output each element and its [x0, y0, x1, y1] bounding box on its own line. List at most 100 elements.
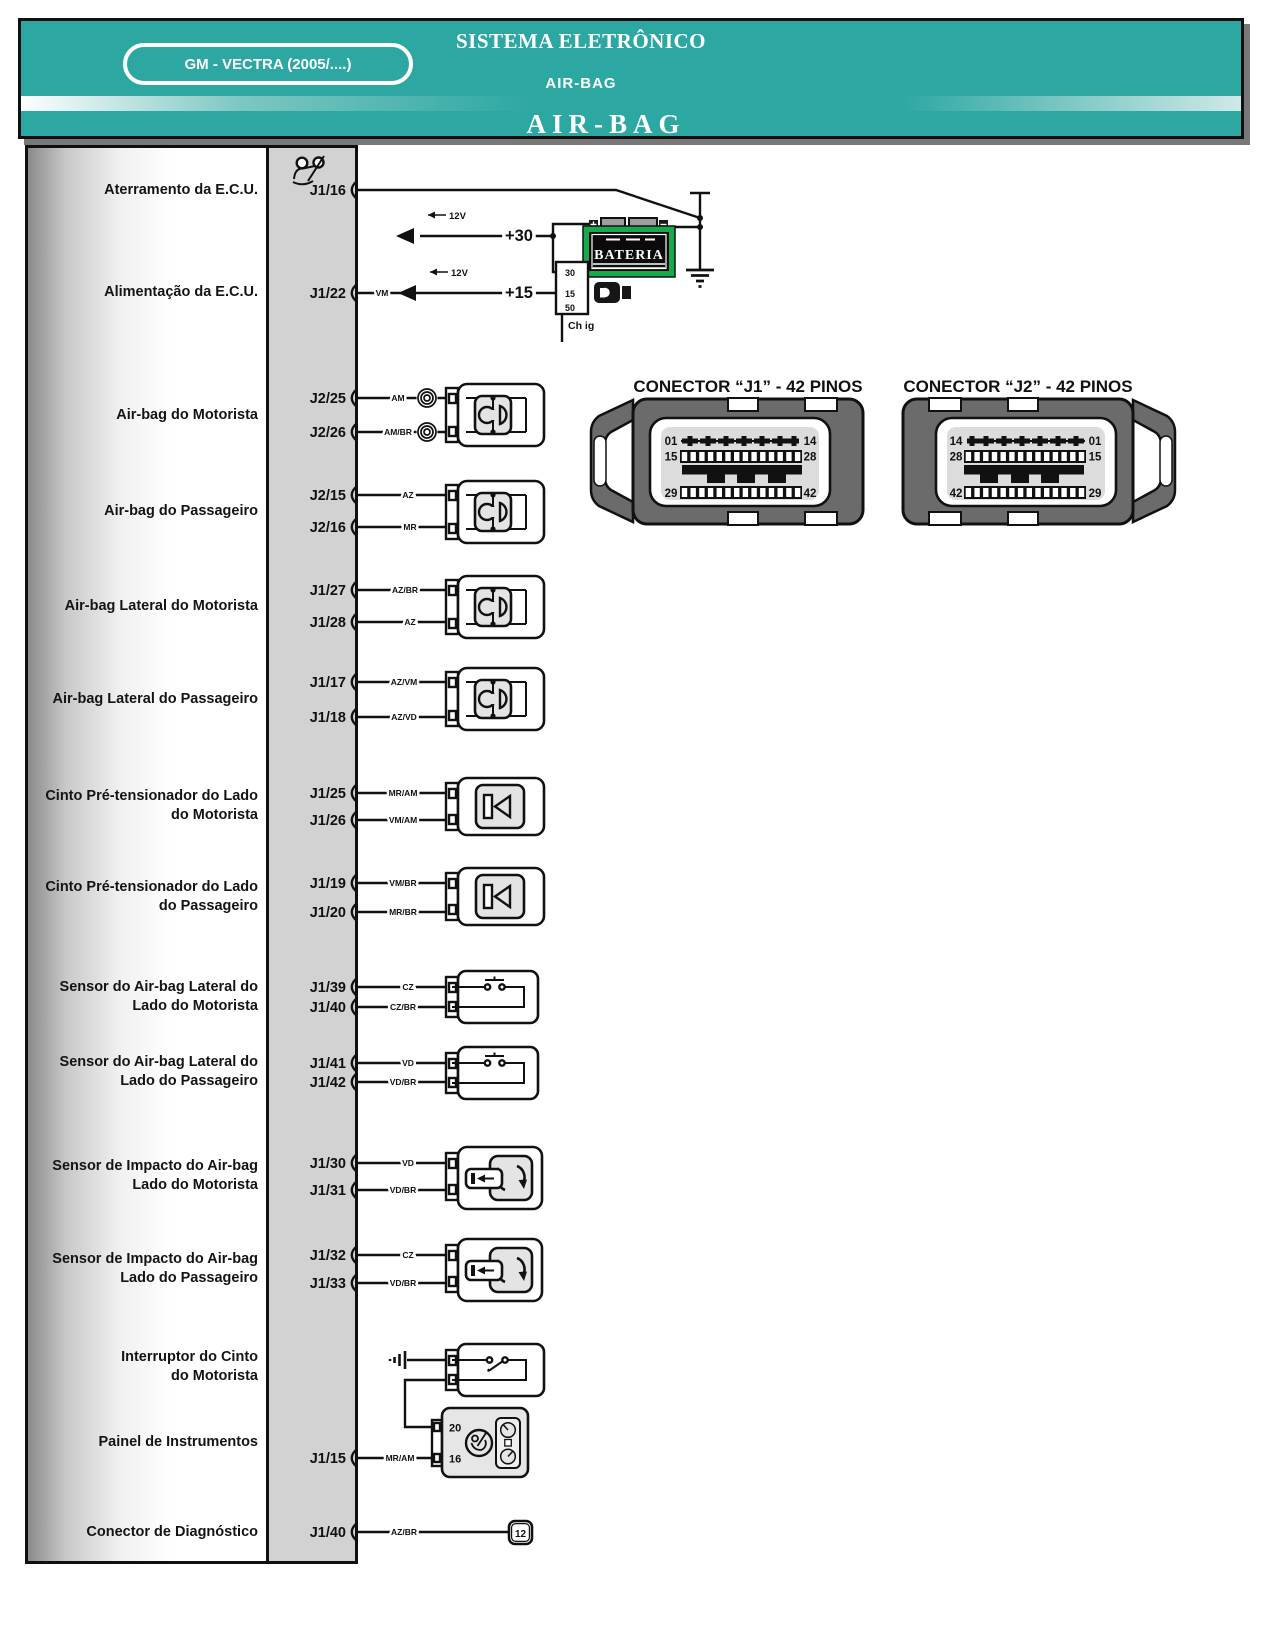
arrow-left-icon	[396, 228, 414, 244]
wire-color-label: MR/BR	[389, 907, 417, 917]
system-subtitle: AIR-BAG	[545, 75, 617, 92]
airbag-squib-symbol	[444, 666, 546, 732]
battery-minus: -	[658, 234, 662, 246]
component-label: Conector de Diagnóstico	[86, 1524, 258, 1540]
ecu-pin-label: J1/19	[310, 876, 346, 892]
ecu-pin-label: J1/16	[310, 183, 346, 199]
instrument-panel: MR/AM 20 16	[350, 1406, 530, 1479]
wire-color-label: VM/AM	[389, 815, 417, 825]
panel-pin-number: 16	[449, 1454, 461, 1466]
sensor-switch-symbol	[444, 969, 540, 1025]
header: SISTEMA ELETRÔNICO AIR-BAG GM - VECTRA (…	[18, 18, 1244, 139]
instrument-cluster-icon	[495, 1417, 521, 1469]
wire-color-label: VD	[402, 1058, 414, 1068]
wire-color-label: VM/BR	[389, 878, 416, 888]
belt-switch-symbol	[444, 1342, 546, 1398]
panel-pin-number: 20	[449, 1423, 461, 1435]
ecu-pin-label: J1/15	[310, 1451, 346, 1467]
impact-sensor-symbol	[444, 1145, 544, 1211]
connector-pin-number: 01	[665, 436, 678, 448]
connector-pin-number: 28	[804, 452, 817, 464]
ecu-pin-label: J2/25	[310, 391, 346, 407]
ecu-pin-label: J1/42	[310, 1075, 346, 1091]
ignition-key-icon	[594, 282, 631, 303]
component-label: Air-bag Lateral do Passageiro	[52, 691, 258, 707]
ecu-pin-label: J1/40	[310, 1000, 346, 1016]
ecu-pin-label: J1/17	[310, 675, 346, 691]
sensor-switch-symbol	[444, 1045, 540, 1101]
seatbelt-switch-circuit	[388, 1342, 546, 1429]
connector-pin-number: 29	[1089, 488, 1102, 500]
ignition-terminal: 15	[565, 289, 575, 299]
v12-label: 12V	[451, 268, 469, 279]
pretensioner-symbol	[444, 776, 546, 837]
passenger-impact-sensor-circuit: CZ VD/BR	[350, 1237, 544, 1303]
battery: + - BATERIA	[582, 217, 700, 278]
ignition-label: Ch ig	[568, 320, 594, 332]
ecu-pin-label: J1/39	[310, 980, 346, 996]
diagnostic-connector-symbol: 12	[507, 1519, 534, 1546]
driver-impact-sensor-circuit: VD VD/BR	[350, 1145, 544, 1211]
component-label: Alimentação da E.C.U.	[104, 284, 258, 300]
connector-pin-number: 42	[950, 488, 963, 500]
passenger-lateral-sensor-circuit: VD VD/BR	[350, 1045, 540, 1101]
wire-color-label: AZ	[404, 617, 415, 627]
airbag-squib-symbol	[444, 382, 546, 448]
wire-color-label: VD/BR	[390, 1077, 416, 1087]
battery-label: BATERIA	[594, 248, 664, 263]
ecu-pin-label: J1/25	[310, 786, 346, 802]
wire-color-label: VM	[376, 288, 389, 298]
component-label: Air-bag do Motorista	[116, 407, 258, 423]
connector-title: CONECTOR “J1” - 42 PINOS	[633, 377, 862, 396]
ecu-pin-label: J2/16	[310, 520, 346, 536]
ecu-pin-labels: J1/16 J1/22 J2/25 J2/26 J2/15 J2/16 J1/2…	[310, 183, 346, 1541]
header-stripe	[21, 96, 1241, 111]
connector-pin-number: 42	[804, 488, 817, 500]
ecu-pin-label: J1/22	[310, 286, 346, 302]
pretensioner-symbol	[444, 866, 546, 927]
ecu-pin-label: J1/20	[310, 905, 346, 921]
ecu-column	[266, 145, 358, 1564]
driver-side-airbag-circuit: AZ/BR AZ	[350, 574, 546, 640]
plus30-label: +30	[505, 227, 533, 245]
ecu-pin-label: J1/33	[310, 1276, 346, 1292]
ignition-terminal: 50	[565, 303, 575, 313]
connector-pin-number: 29	[665, 488, 678, 500]
airbag-warning-lamp-icon	[464, 1428, 494, 1458]
connector-pin-number: 15	[665, 452, 678, 464]
component-label: Air-bag Lateral do Motorista	[64, 598, 258, 614]
battery-plus: +	[596, 234, 602, 246]
connector-title: CONECTOR “J2” - 42 PINOS	[903, 377, 1132, 396]
ecu-pin-label: J1/40	[310, 1525, 346, 1541]
chassis-ground-icon	[388, 1351, 407, 1369]
power-section: 12V +30 + - BATERIA	[350, 179, 714, 342]
ignition-terminal: 30	[565, 268, 575, 278]
wire-color-label: MR/AM	[386, 1453, 415, 1463]
component-label: Painel de Instrumentos	[98, 1434, 258, 1450]
wire-color-label: VD	[402, 1158, 414, 1168]
ecu-pin-label: J1/27	[310, 583, 346, 599]
wire-color-label: MR/AM	[389, 788, 418, 798]
wire-color-label: CZ/BR	[390, 1002, 416, 1012]
ignition-switch: 30 15 50 Ch ig	[554, 260, 631, 342]
wire-color-label: AZ/BR	[392, 585, 418, 595]
airbag-squib-symbol	[444, 574, 546, 640]
page-title: AIR-BAG	[526, 109, 686, 139]
diagnostic-connector-circuit: AZ/BR 12	[350, 1519, 534, 1546]
ground-symbol	[686, 268, 714, 288]
connector-pin-number: 28	[950, 452, 963, 464]
airbag-deploy-icon	[292, 155, 325, 186]
driver-pretensioner-circuit: MR/AM VM/AM	[350, 776, 546, 837]
passenger-airbag-circuit: AZ MR	[350, 479, 546, 545]
plus15-label: +15	[505, 284, 533, 302]
component-label: Air-bag do Passageiro	[104, 503, 258, 519]
wire-color-label: AZ/VD	[391, 712, 417, 722]
model-badge: GM - VECTRA (2005/....)	[123, 43, 413, 85]
diagnostic-pin-number: 12	[515, 1529, 527, 1540]
connector-pin-number: 14	[804, 436, 817, 448]
wire-color-label: AM/BR	[384, 427, 412, 437]
